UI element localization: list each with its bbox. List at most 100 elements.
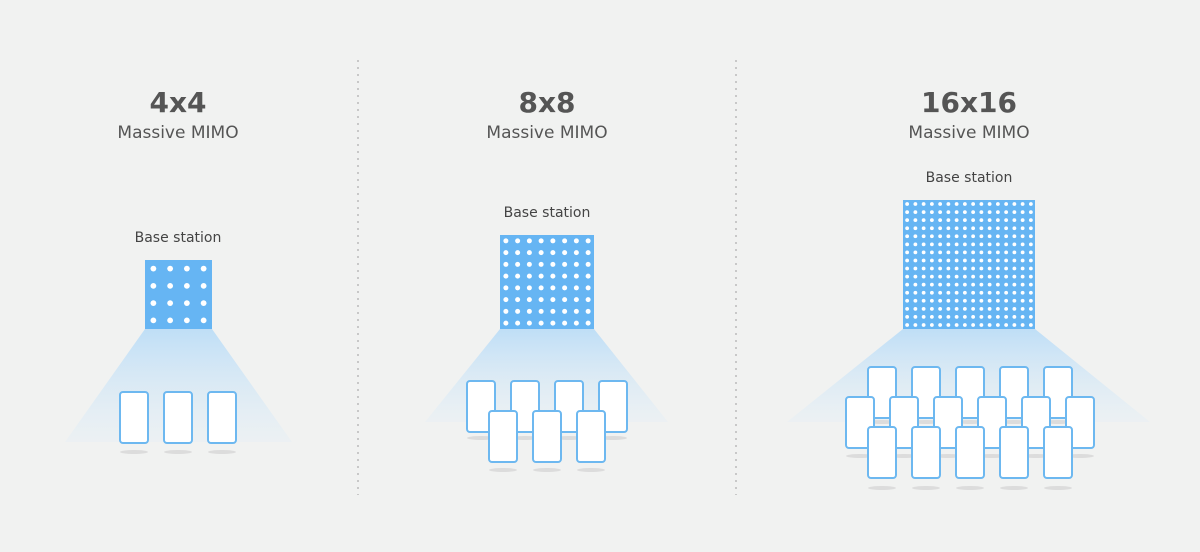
antenna-element <box>979 218 984 223</box>
antenna-element <box>987 274 992 279</box>
antenna-element <box>938 266 943 271</box>
antenna-element <box>929 258 934 263</box>
antenna-element <box>938 210 943 214</box>
antenna-element <box>913 250 918 255</box>
antenna-element <box>1012 250 1017 255</box>
antenna-element <box>938 202 943 206</box>
antenna-element <box>905 282 910 287</box>
antenna-element <box>921 282 926 287</box>
antenna-element <box>526 285 532 291</box>
antenna-element <box>585 261 591 267</box>
antenna-element <box>1004 290 1009 295</box>
antenna-element <box>995 218 1000 223</box>
antenna-element <box>1028 290 1033 295</box>
antenna-element <box>913 226 918 231</box>
antenna-element <box>962 226 967 231</box>
antenna-element <box>938 258 943 263</box>
antenna-element <box>971 218 976 223</box>
antenna-element <box>585 238 591 244</box>
antenna-element <box>905 323 910 327</box>
devices <box>845 366 1095 490</box>
antenna-element <box>929 323 934 327</box>
device-shadow <box>489 468 517 472</box>
antenna-element <box>538 297 544 303</box>
antenna-element <box>167 282 174 289</box>
antenna-element <box>954 323 959 327</box>
antenna-element <box>938 282 943 287</box>
antenna-element <box>1020 250 1025 255</box>
antenna-element <box>538 250 544 256</box>
antenna-element <box>995 202 1000 206</box>
antenna-element <box>550 297 556 303</box>
antenna-element <box>971 242 976 247</box>
antenna-element <box>995 306 1000 311</box>
antenna-element <box>995 266 1000 271</box>
antenna-element <box>979 306 984 311</box>
antenna-element <box>1020 315 1025 319</box>
antenna-element <box>987 226 992 231</box>
antenna-element <box>995 274 1000 279</box>
antenna-element <box>962 315 967 319</box>
antenna-element <box>995 226 1000 231</box>
antenna-element <box>515 308 521 314</box>
antenna-element <box>929 315 934 319</box>
antenna-element <box>526 273 532 279</box>
device-shadow <box>912 486 940 490</box>
antenna-element <box>921 266 926 271</box>
base-station-label: Base station <box>504 205 591 221</box>
antenna-element <box>538 285 544 291</box>
antenna-element <box>913 323 918 327</box>
antenna-element <box>1020 282 1025 287</box>
antenna-element <box>962 234 967 239</box>
panel-4x4: 4x4 Massive MIMO Base station <box>65 86 292 454</box>
antenna-element <box>971 266 976 271</box>
antenna-element <box>905 306 910 311</box>
antenna-element <box>1028 250 1033 255</box>
antenna-element <box>913 218 918 223</box>
antenna-element <box>905 315 910 319</box>
antenna-element <box>1020 258 1025 263</box>
antenna-element <box>995 290 1000 295</box>
antenna-element <box>1004 323 1009 327</box>
antenna-element <box>954 226 959 231</box>
antenna-element <box>913 202 918 206</box>
antenna-element <box>913 274 918 279</box>
antenna-element <box>954 298 959 303</box>
antenna-element <box>1028 218 1033 223</box>
device <box>867 426 897 479</box>
antenna-element <box>905 226 910 231</box>
antenna-element <box>938 306 943 311</box>
antenna-element <box>550 308 556 314</box>
panel-8x8: 8x8 Massive MIMO Base station <box>425 86 668 472</box>
antenna-element <box>1020 298 1025 303</box>
antenna-element <box>1020 266 1025 271</box>
antenna-element <box>921 226 926 231</box>
base-station-antenna <box>145 260 212 329</box>
antenna-element <box>929 202 934 206</box>
antenna-element <box>562 320 568 326</box>
device-shadow <box>868 486 896 490</box>
antenna-element <box>979 202 984 206</box>
antenna-element <box>979 298 984 303</box>
antenna-element <box>1012 298 1017 303</box>
antenna-element <box>1012 290 1017 295</box>
antenna-element <box>921 274 926 279</box>
antenna-element <box>913 282 918 287</box>
antenna-element <box>962 242 967 247</box>
antenna-element <box>573 285 579 291</box>
antenna-element <box>962 282 967 287</box>
antenna-dots <box>150 265 207 324</box>
antenna-element <box>1028 258 1033 263</box>
antenna-element <box>929 218 934 223</box>
device <box>163 391 193 444</box>
antenna-element <box>913 290 918 295</box>
antenna-element <box>503 320 509 326</box>
antenna-element <box>1012 315 1017 319</box>
device <box>999 426 1029 479</box>
antenna-element <box>954 202 959 206</box>
panel-subtitle: Massive MIMO <box>486 123 607 143</box>
antenna-element <box>905 274 910 279</box>
antenna-element <box>954 274 959 279</box>
antenna-element <box>979 226 984 231</box>
devices <box>466 380 628 472</box>
